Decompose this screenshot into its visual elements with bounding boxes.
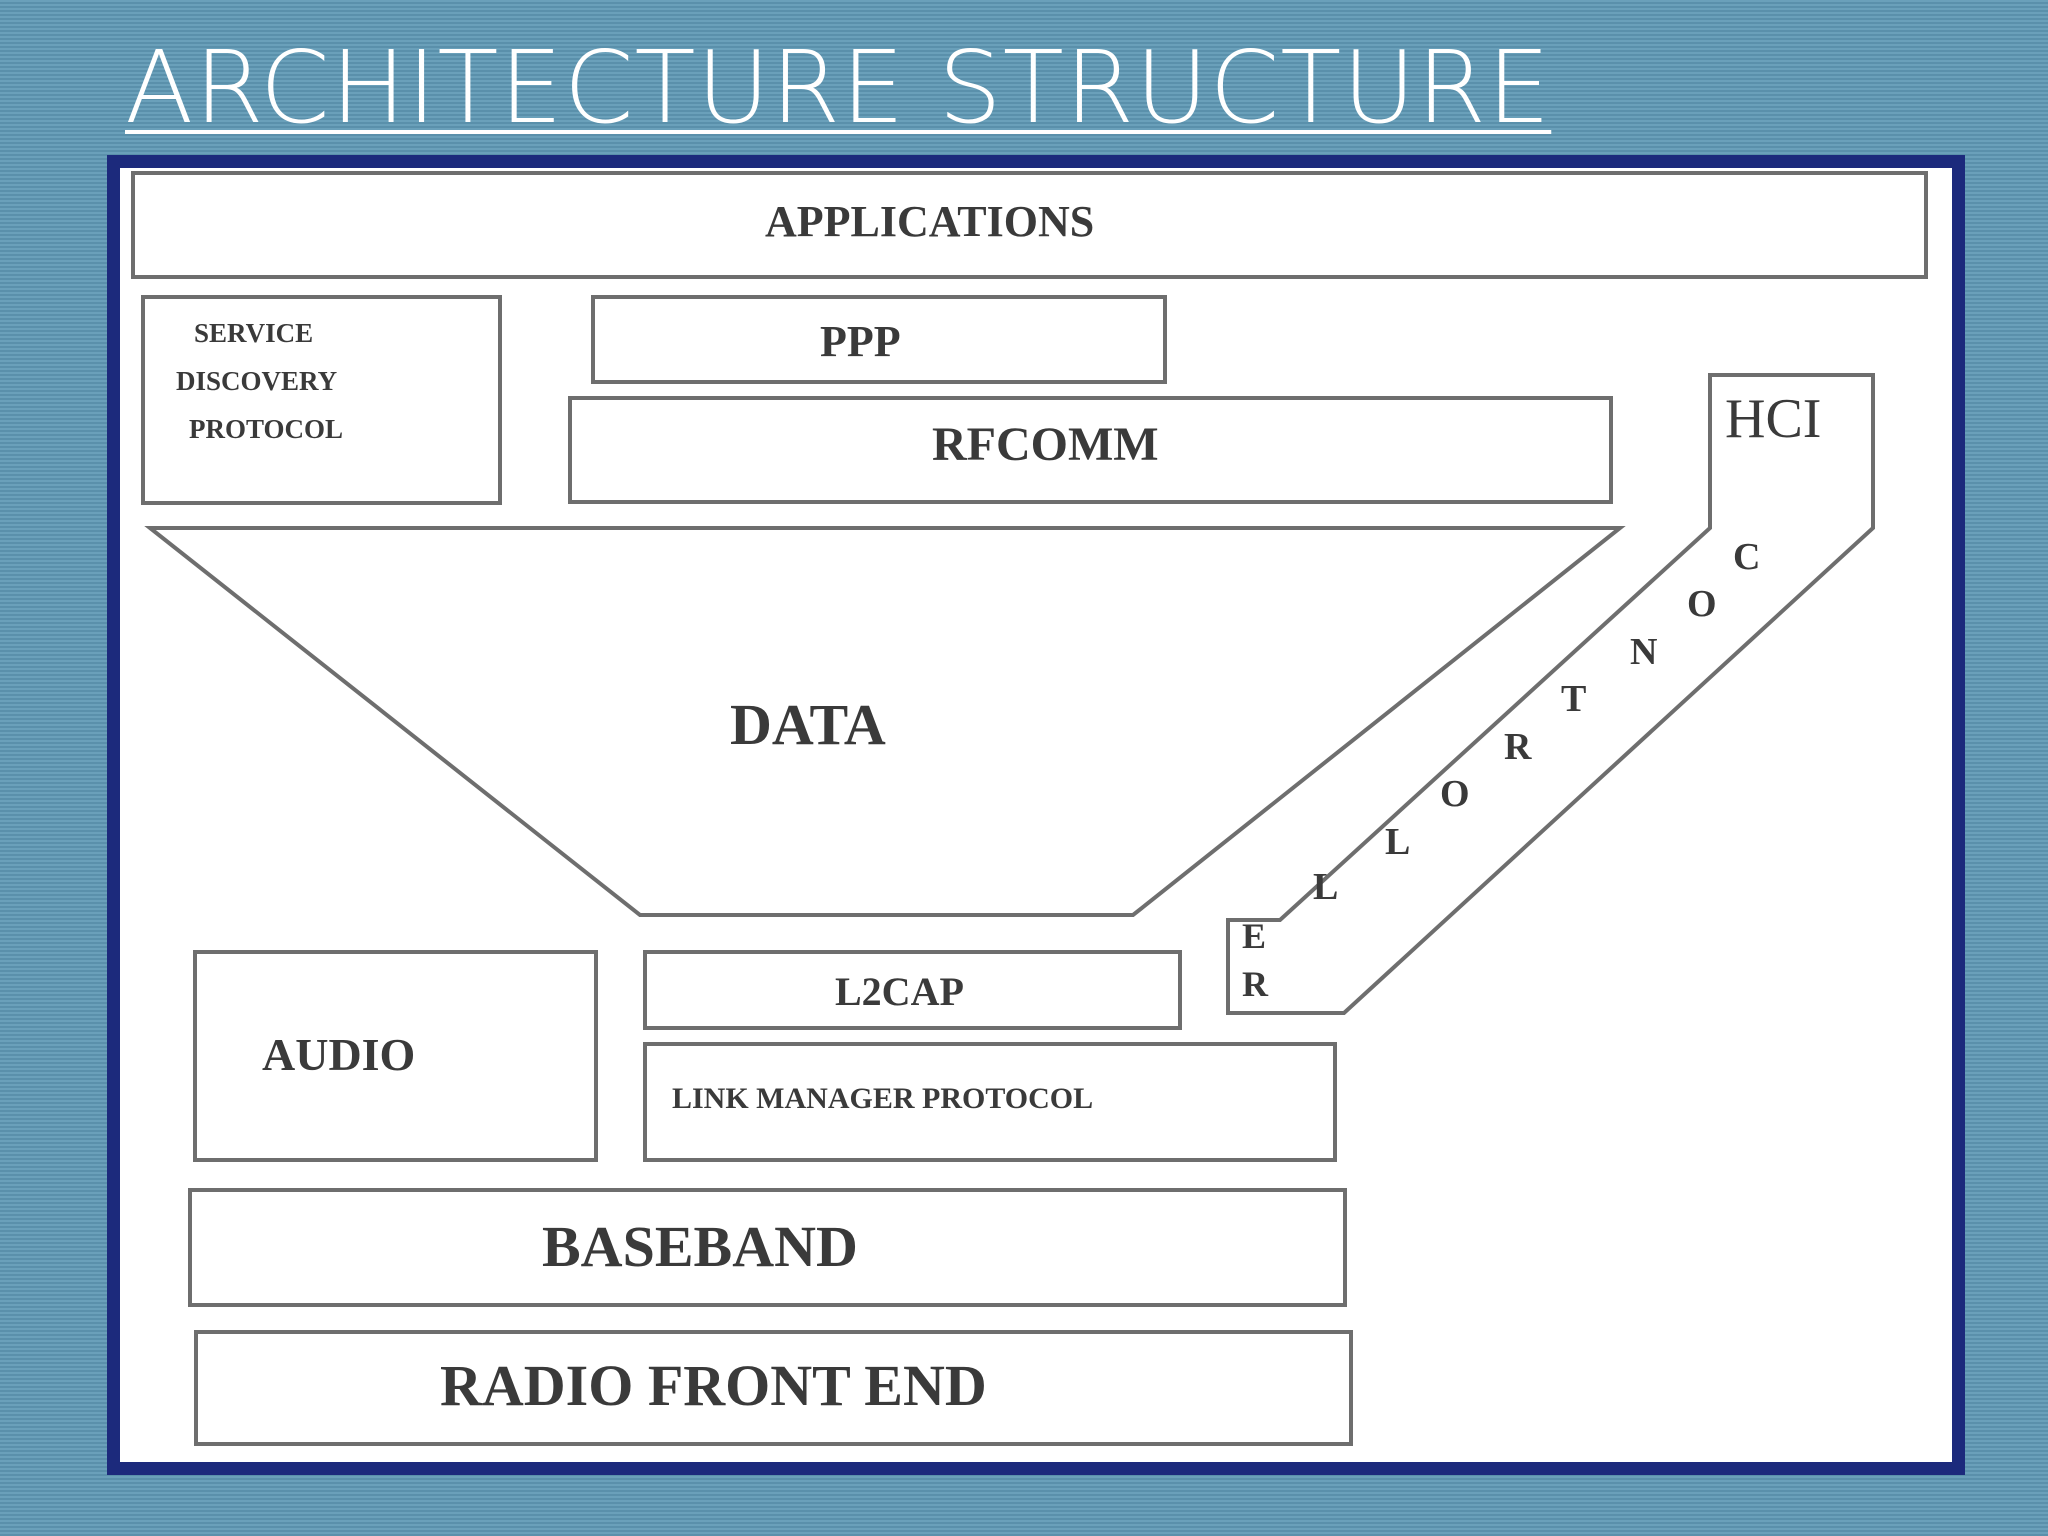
sdp-label-line3: PROTOCOL <box>189 414 344 444</box>
controller-letter-e: E <box>1242 916 1267 956</box>
sdp-label-line2: DISCOVERY <box>176 366 338 396</box>
radio-front-end-label: RADIO FRONT END <box>440 1353 987 1418</box>
diagram-canvas: APPLICATIONS SERVICE DISCOVERY PROTOCOL … <box>120 168 1952 1462</box>
lmp-label: LINK MANAGER PROTOCOL <box>672 1082 1094 1115</box>
data-label: DATA <box>730 692 886 757</box>
sdp-label-line1: SERVICE <box>194 318 314 348</box>
ppp-label: PPP <box>820 317 901 366</box>
baseband-label: BASEBAND <box>542 1214 858 1279</box>
ppp-box <box>591 295 1167 384</box>
controller-letter-l1: L <box>1385 821 1411 863</box>
applications-label: APPLICATIONS <box>765 197 1095 246</box>
controller-letter-r1: R <box>1504 726 1532 768</box>
diagram-frame: APPLICATIONS SERVICE DISCOVERY PROTOCOL … <box>107 155 1965 1475</box>
l2cap-box <box>643 950 1182 1030</box>
rfcomm-label: RFCOMM <box>932 418 1159 471</box>
data-funnel <box>144 526 1626 917</box>
controller-letter-l2: L <box>1313 866 1339 908</box>
controller-letter-t: T <box>1561 678 1587 720</box>
hci-controller-path <box>1226 373 1875 1015</box>
rfcomm-box <box>568 396 1613 504</box>
radio-box <box>194 1330 1353 1446</box>
audio-box <box>193 950 598 1162</box>
slide-title: ARCHITECTURE STRUCTURE <box>125 29 1552 146</box>
applications-box <box>131 171 1928 279</box>
diagram-shapes <box>131 171 1928 1446</box>
baseband-box <box>188 1188 1347 1307</box>
sdp-box <box>141 295 502 505</box>
controller-letter-n: N <box>1630 631 1658 673</box>
controller-letter-c: C <box>1733 536 1761 578</box>
controller-letter-o2: O <box>1440 773 1470 815</box>
l2cap-label: L2CAP <box>835 969 964 1014</box>
controller-letter-o1: O <box>1687 583 1717 625</box>
lmp-box <box>643 1042 1337 1162</box>
hci-label: HCI <box>1725 388 1822 450</box>
controller-letter-r2: R <box>1242 964 1268 1004</box>
audio-label: AUDIO <box>262 1029 416 1080</box>
